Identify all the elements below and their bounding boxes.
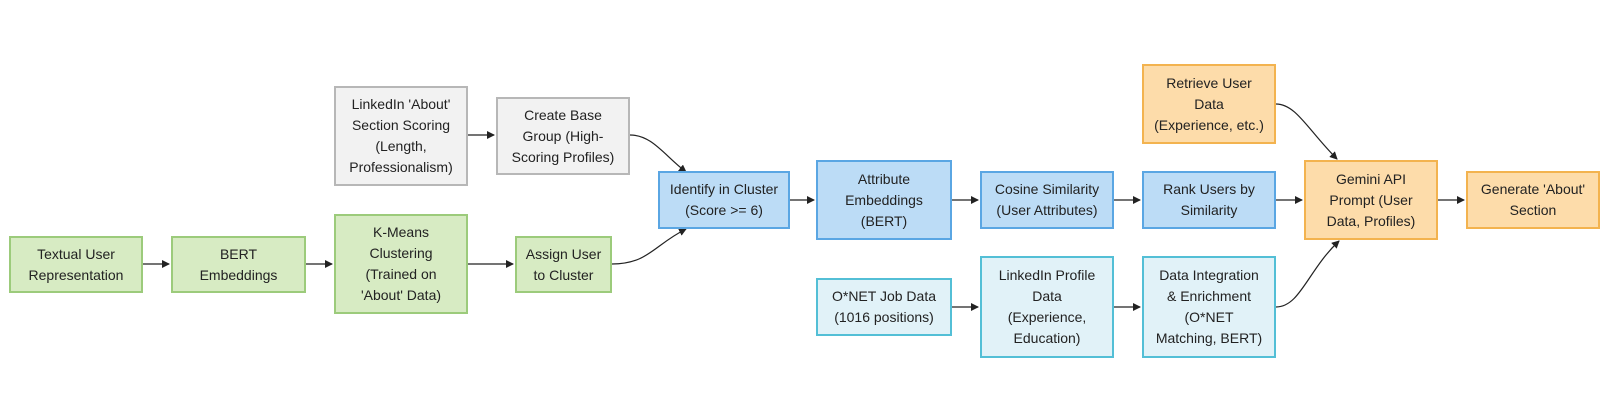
node-label-line: Identify in Cluster [669,181,779,197]
edge-retrieve-user-data-to-gemini [1275,103,1338,160]
node-label-line: (Experience, [1007,309,1087,325]
node-label-line: K-Means [372,224,430,240]
node-about-section-scoring: LinkedIn 'About' Section Scoring (Length… [334,86,468,186]
node-label-line: to Cluster [533,266,594,283]
node-label-line: Attribute [857,170,911,187]
node-label-line: BERT [219,245,258,262]
node-label-line: Representation [28,266,124,283]
node-assign-user-to-cluster: Assign User to Cluster [515,236,612,293]
node-label-line: (1016 positions) [834,309,934,325]
node-label-line: (User Attributes) [996,202,1098,218]
node-label-line: (Length, [375,138,427,154]
node-rank-users-by-similarity: Rank Users by Similarity [1142,171,1276,229]
node-label-line: Prompt (User [1329,191,1413,208]
node-linkedin-profile-data: LinkedIn Profile Data (Experience, Educa… [980,256,1114,358]
node-label-line: O*NET Job Data [831,288,936,304]
node-label-line: Create Base [524,106,602,123]
node-label-line: Gemini API [1335,170,1407,187]
node-gemini-api-prompt: Gemini API Prompt (User Data, Profiles) [1304,160,1438,240]
node-generate-about-section: Generate 'About' Section [1466,171,1600,229]
node-create-base-group: Create Base Group (High- Scoring Profile… [496,97,630,175]
edge-data-integration-to-gemini [1275,240,1340,308]
node-label-line: Data, Profiles) [1326,212,1416,229]
node-label-line: & Enrichment [1166,288,1252,304]
node-label-line: (BERT) [860,212,908,229]
node-label-line: Retrieve User [1166,74,1252,91]
node-label-line: Section Scoring [351,117,451,133]
node-label-line: Scoring Profiles) [511,148,615,165]
node-bert-embeddings: BERT Embeddings [171,236,306,293]
node-retrieve-user-data: Retrieve User Data (Experience, etc.) [1142,64,1276,144]
node-label-line: Data [1032,288,1062,304]
node-kmeans-clustering: K-Means Clustering (Trained on 'About' D… [334,214,468,314]
node-label-line: 'About' Data) [360,287,442,303]
node-label-line: Embeddings [199,266,278,283]
node-label-line: Embeddings [845,191,923,208]
node-identify-in-cluster: Identify in Cluster (Score >= 6) [658,171,790,229]
node-label-line: Group (High- [522,127,604,144]
node-label-line: Assign User [525,245,602,262]
node-label-line: LinkedIn Profile [998,267,1096,283]
node-label-line: (O*NET [1184,309,1234,325]
node-label-line: Generate 'About' [1480,181,1586,197]
node-label-line: (Trained on [365,266,437,282]
edge-create-base-group-to-identify-in-cluster [629,134,687,173]
node-data-integration-enrichment: Data Integration & Enrichment (O*NET Mat… [1142,256,1276,358]
node-label-line: Clustering [369,245,433,261]
node-label-line: Similarity [1180,202,1238,218]
node-label-line: Cosine Similarity [994,181,1100,197]
node-label-line: Education) [1013,330,1081,346]
node-label-line: Data [1194,95,1224,112]
node-textual-user-representation: Textual User Representation [9,236,143,293]
edge-assign-user-to-identify-in-cluster [611,228,687,265]
node-onet-job-data: O*NET Job Data (1016 positions) [816,278,952,336]
node-label-line: Data Integration [1159,267,1259,283]
node-label-line: Rank Users by [1163,181,1255,197]
node-label-line: Matching, BERT) [1155,330,1263,346]
node-label-line: Professionalism) [349,159,453,175]
node-attribute-embeddings: Attribute Embeddings (BERT) [816,160,952,240]
node-label-line: LinkedIn 'About' [351,96,451,112]
node-label-line: (Experience, etc.) [1154,116,1264,133]
node-label-line: (Score >= 6) [685,202,763,218]
node-label-line: Section [1509,202,1557,218]
node-cosine-similarity: Cosine Similarity (User Attributes) [980,171,1114,229]
node-label-line: Textual User [37,245,115,262]
